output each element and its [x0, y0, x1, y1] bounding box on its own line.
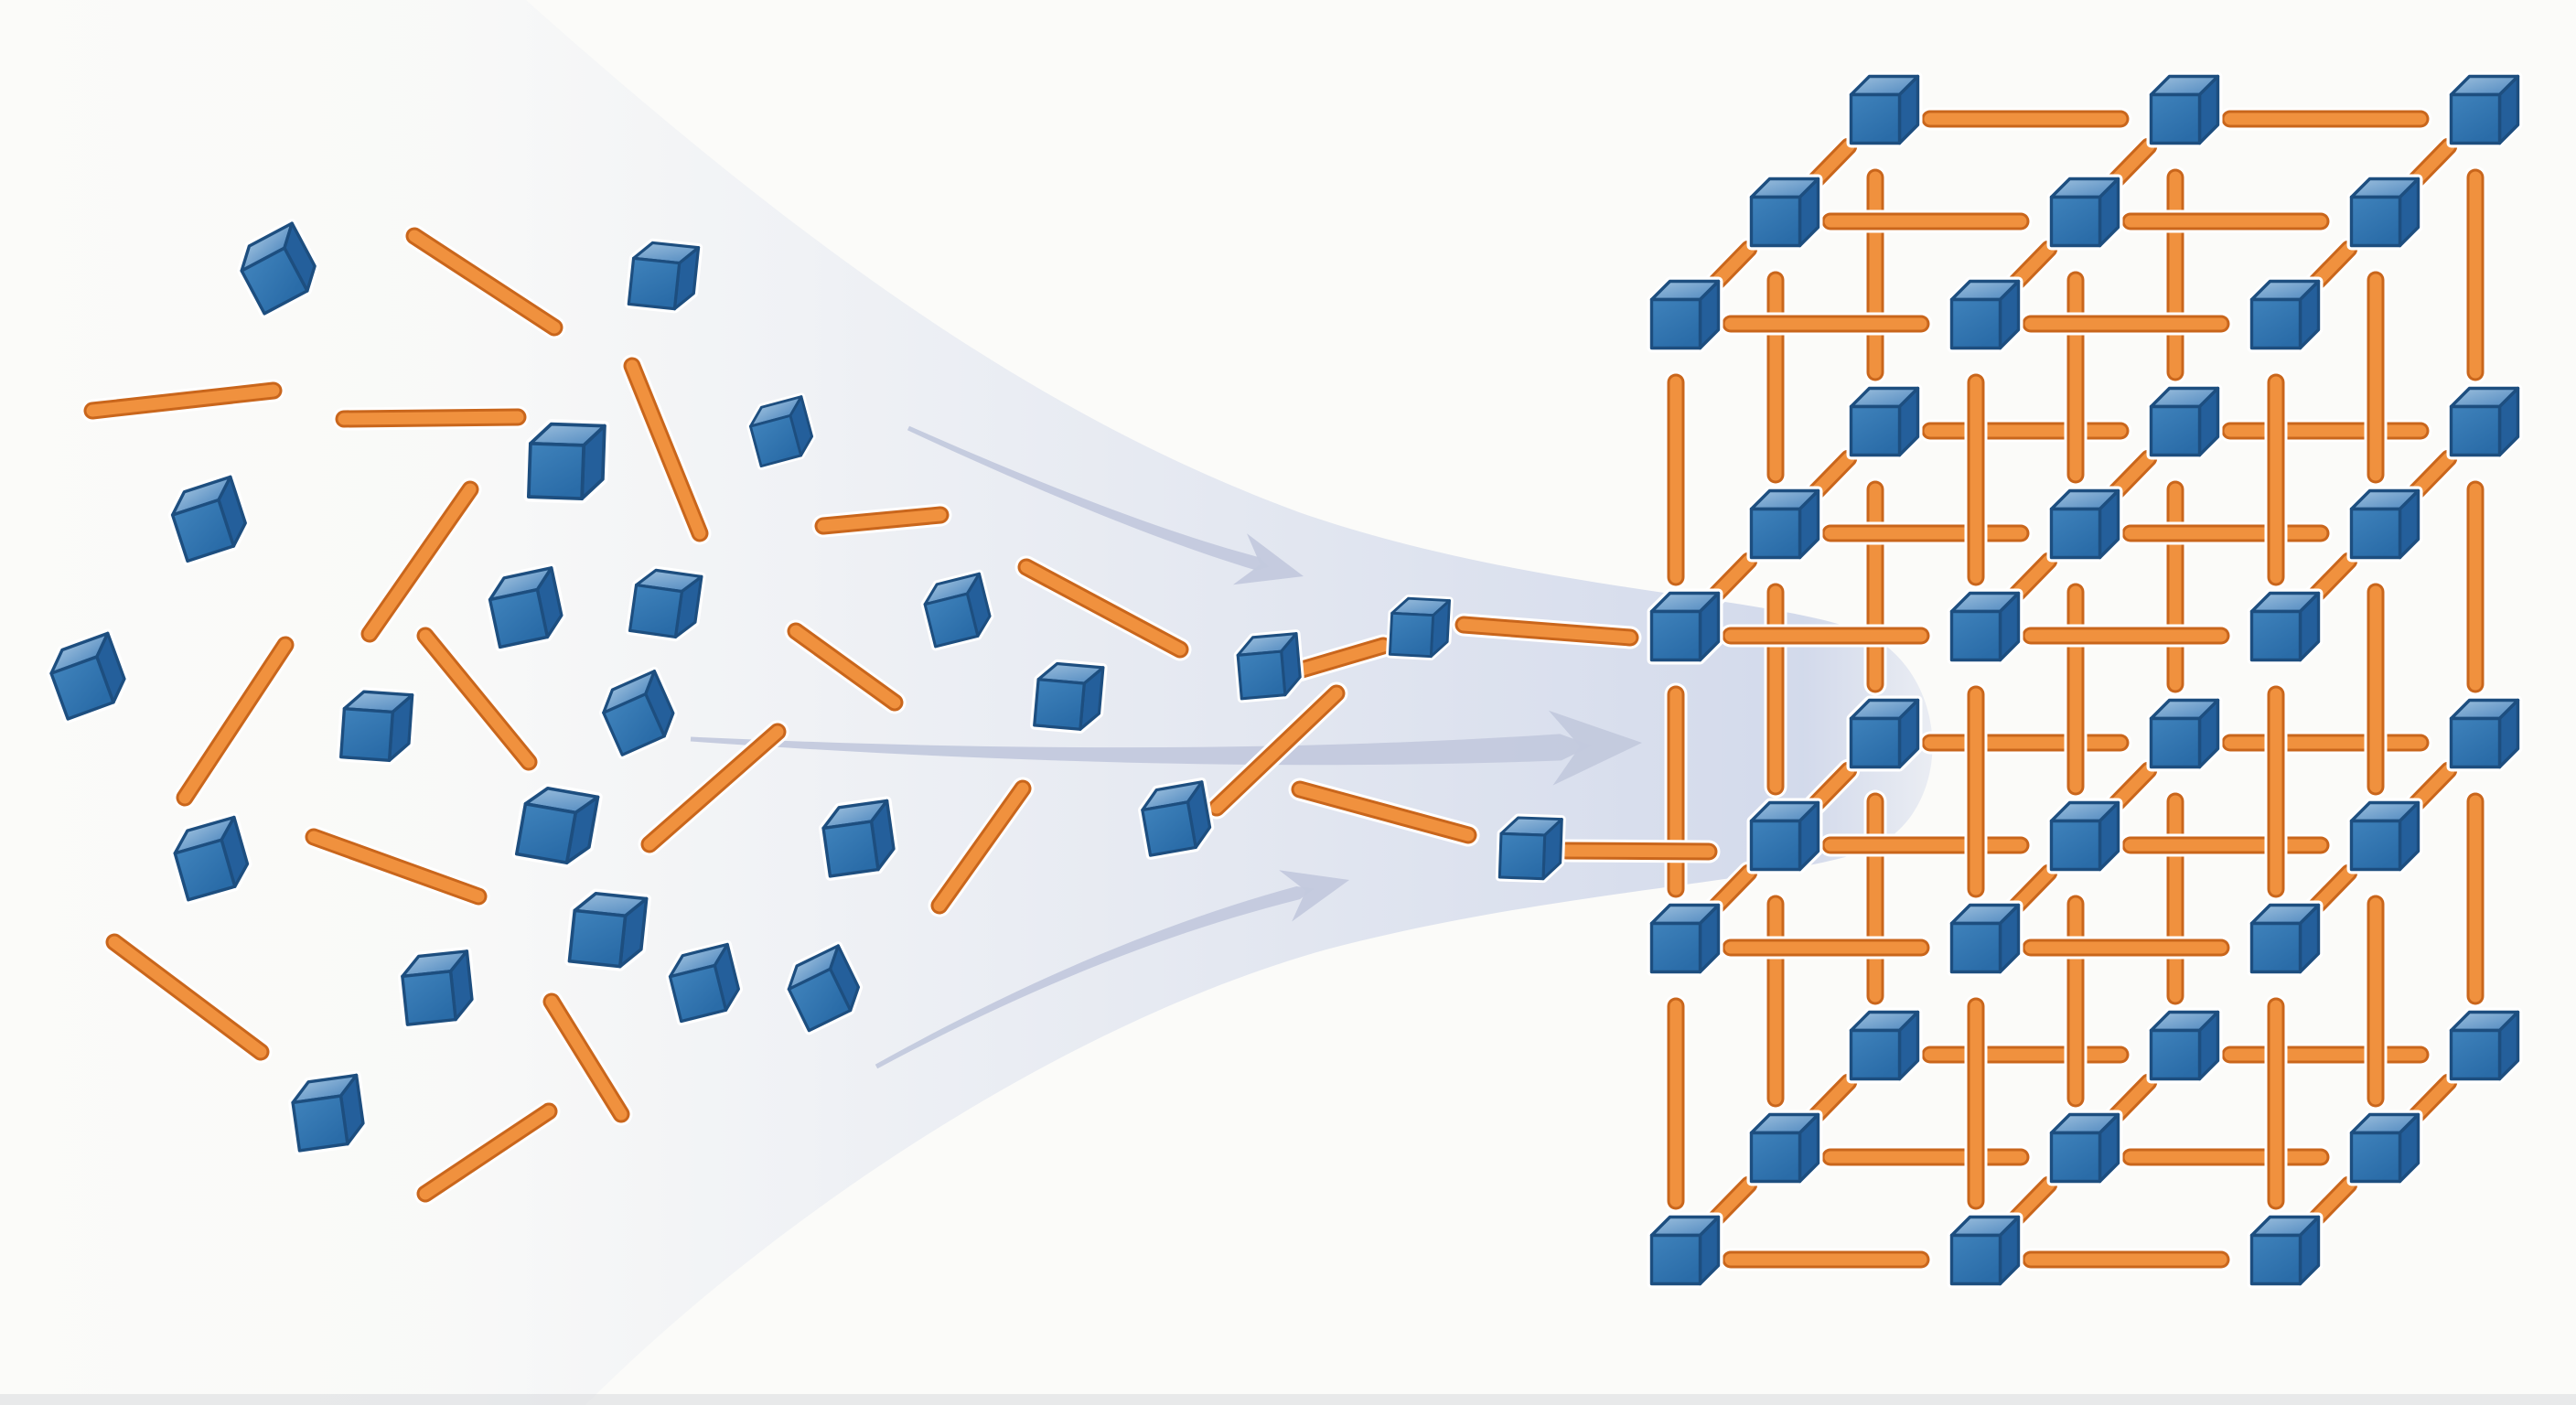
ordered-lattice: [1647, 71, 2523, 1289]
lattice-cube: [1846, 695, 1923, 772]
scattered-cube: [47, 628, 129, 724]
scattered-rod: [413, 624, 541, 774]
flow-arrows: [690, 425, 1642, 1069]
lattice-cube: [2346, 1110, 2423, 1186]
scattered-cubes: [47, 219, 1566, 1155]
scattered-rod: [811, 503, 952, 538]
scattered-cube: [237, 219, 320, 318]
scattered-cube: [819, 796, 898, 881]
scattered-rod: [638, 720, 789, 856]
lattice-cube: [2046, 486, 2123, 563]
lattice-cubes: [1647, 71, 2523, 1289]
scattered-rod: [302, 825, 490, 908]
flow-arrow-icon: [907, 425, 1304, 585]
scattered-pieces: [47, 219, 1721, 1206]
lattice-cube: [1947, 588, 2023, 665]
scattered-cube: [1138, 778, 1215, 860]
scattered-cube: [624, 238, 703, 314]
scattered-cube: [167, 472, 251, 566]
scattered-rod: [620, 354, 712, 545]
scattered-rod: [928, 777, 1035, 917]
lattice-cube: [2446, 695, 2523, 772]
lattice-cube: [2146, 71, 2223, 148]
scattered-rod: [1288, 778, 1480, 847]
scattered-rods: [80, 224, 1721, 1206]
lattice-cube: [2346, 174, 2423, 251]
lattice-cube: [2247, 276, 2324, 353]
scattered-rod: [413, 1099, 561, 1206]
lattice-cube: [2146, 695, 2223, 772]
flow-arrow-icon: [875, 870, 1349, 1069]
scattered-rod: [332, 405, 530, 431]
scattered-cube: [511, 783, 603, 868]
scattered-cube: [784, 941, 864, 1035]
lattice-cube: [2247, 1212, 2324, 1289]
lattice-cube: [2146, 383, 2223, 460]
scattered-cube: [170, 812, 252, 905]
scattered-rod: [540, 990, 633, 1126]
scattered-cube: [485, 563, 566, 652]
lattice-cube: [2446, 383, 2523, 460]
lattice-cube: [2346, 798, 2423, 874]
scattered-cube: [397, 946, 477, 1030]
lattice-cube: [1746, 486, 1823, 563]
lattice-cube: [2046, 1110, 2123, 1186]
lattice-cube: [2046, 798, 2123, 874]
scattered-cube: [665, 939, 744, 1026]
lattice-cube: [1746, 1110, 1823, 1186]
lattice-cube: [1647, 276, 1723, 353]
lattice-cube: [1846, 71, 1923, 148]
lattice-cube: [1647, 588, 1723, 665]
scattered-rod: [402, 224, 566, 339]
lattice-cube: [2346, 486, 2423, 563]
lattice-cube: [1846, 383, 1923, 460]
scattered-cube: [920, 569, 994, 651]
scattered-rod: [80, 379, 285, 423]
lattice-cube: [2247, 588, 2324, 665]
lattice-cube: [2446, 1007, 2523, 1084]
scattered-cube: [746, 392, 816, 470]
scattered-rod: [1287, 634, 1395, 682]
lattice-cube: [2046, 174, 2123, 251]
lattice-cube: [1746, 174, 1823, 251]
lattice-rods: [1664, 107, 2487, 1271]
scattered-rod: [1205, 681, 1348, 820]
bottom-edge-strip: [0, 1394, 2576, 1405]
lattice-cube: [1947, 900, 2023, 977]
scattered-cube: [564, 888, 651, 971]
scattered-rod: [1554, 839, 1721, 863]
lattice-cube: [1647, 1212, 1723, 1289]
lattice-cube: [1647, 900, 1723, 977]
scattered-rod: [784, 619, 907, 714]
scattered-cube: [336, 687, 417, 766]
lattice-cube: [2446, 71, 2523, 148]
scattered-cube: [1233, 629, 1304, 703]
scattered-cube: [599, 666, 678, 759]
scattered-rod: [358, 477, 482, 646]
lattice-cube: [1746, 798, 1823, 874]
scattered-rod: [173, 633, 297, 810]
scattered-rod: [1014, 555, 1192, 661]
scattered-cube: [1386, 594, 1454, 660]
scattered-rod: [102, 930, 273, 1064]
scattered-cube: [1495, 813, 1566, 884]
funnel-flow-shape: [0, 0, 1933, 1405]
scattered-rod: [1452, 613, 1642, 649]
scattered-cube: [288, 1070, 368, 1155]
flow-arrow-icon: [690, 710, 1642, 786]
lattice-cube: [2146, 1007, 2223, 1084]
lattice-cube: [1846, 1007, 1923, 1084]
lattice-cube: [1947, 276, 2023, 353]
scattered-cube: [523, 419, 610, 504]
scattered-cube: [1029, 659, 1108, 735]
lattice-cube: [1947, 1212, 2023, 1289]
scattered-cube: [625, 565, 706, 642]
lattice-cube: [2247, 900, 2324, 977]
